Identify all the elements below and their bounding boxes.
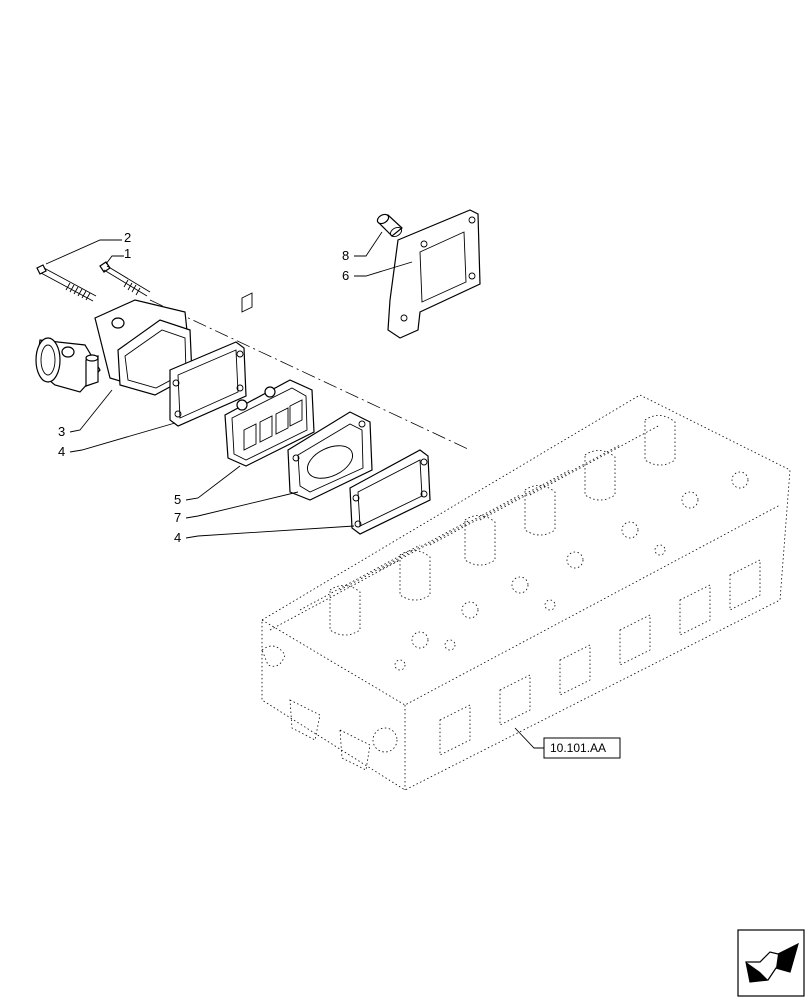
callout-7: 7 xyxy=(174,510,181,525)
leader-3 xyxy=(69,389,113,433)
heater-block xyxy=(224,292,315,467)
assembly-centerline xyxy=(149,299,471,451)
callout-4a: 4 xyxy=(58,444,65,459)
gasket-lower xyxy=(349,449,431,535)
callout-6: 6 xyxy=(342,268,349,283)
callout-4b: 4 xyxy=(174,530,181,545)
gasket-upper xyxy=(169,341,247,427)
leader-8 xyxy=(354,231,383,257)
callout-8: 8 xyxy=(342,248,349,263)
callout-1: 1 xyxy=(124,246,131,261)
callout-5: 5 xyxy=(174,492,181,507)
leader-7 xyxy=(185,491,299,519)
leader-4b xyxy=(185,525,355,539)
spacer-bushing xyxy=(376,213,403,238)
bolt-short xyxy=(99,261,151,297)
callout-2: 2 xyxy=(124,230,131,245)
leader-4a xyxy=(69,422,176,453)
leader-1 xyxy=(105,255,124,265)
cylinder-head-phantom xyxy=(261,394,791,791)
bracket-plate xyxy=(387,209,481,339)
leader-ref xyxy=(514,727,544,749)
reference-link[interactable]: 10.101.AA xyxy=(543,737,621,759)
reference-box[interactable] xyxy=(543,737,621,759)
bolt-long xyxy=(36,264,97,302)
reference-label[interactable]: 10.101.AA xyxy=(550,741,606,755)
spacer-frame xyxy=(287,411,373,501)
leader-5 xyxy=(185,465,241,501)
leader-2 xyxy=(45,239,122,265)
callout-3: 3 xyxy=(58,424,65,439)
intake-elbow-housing xyxy=(35,299,193,396)
arrow-down-left-icon[interactable] xyxy=(737,929,805,997)
leader-6 xyxy=(354,261,413,277)
